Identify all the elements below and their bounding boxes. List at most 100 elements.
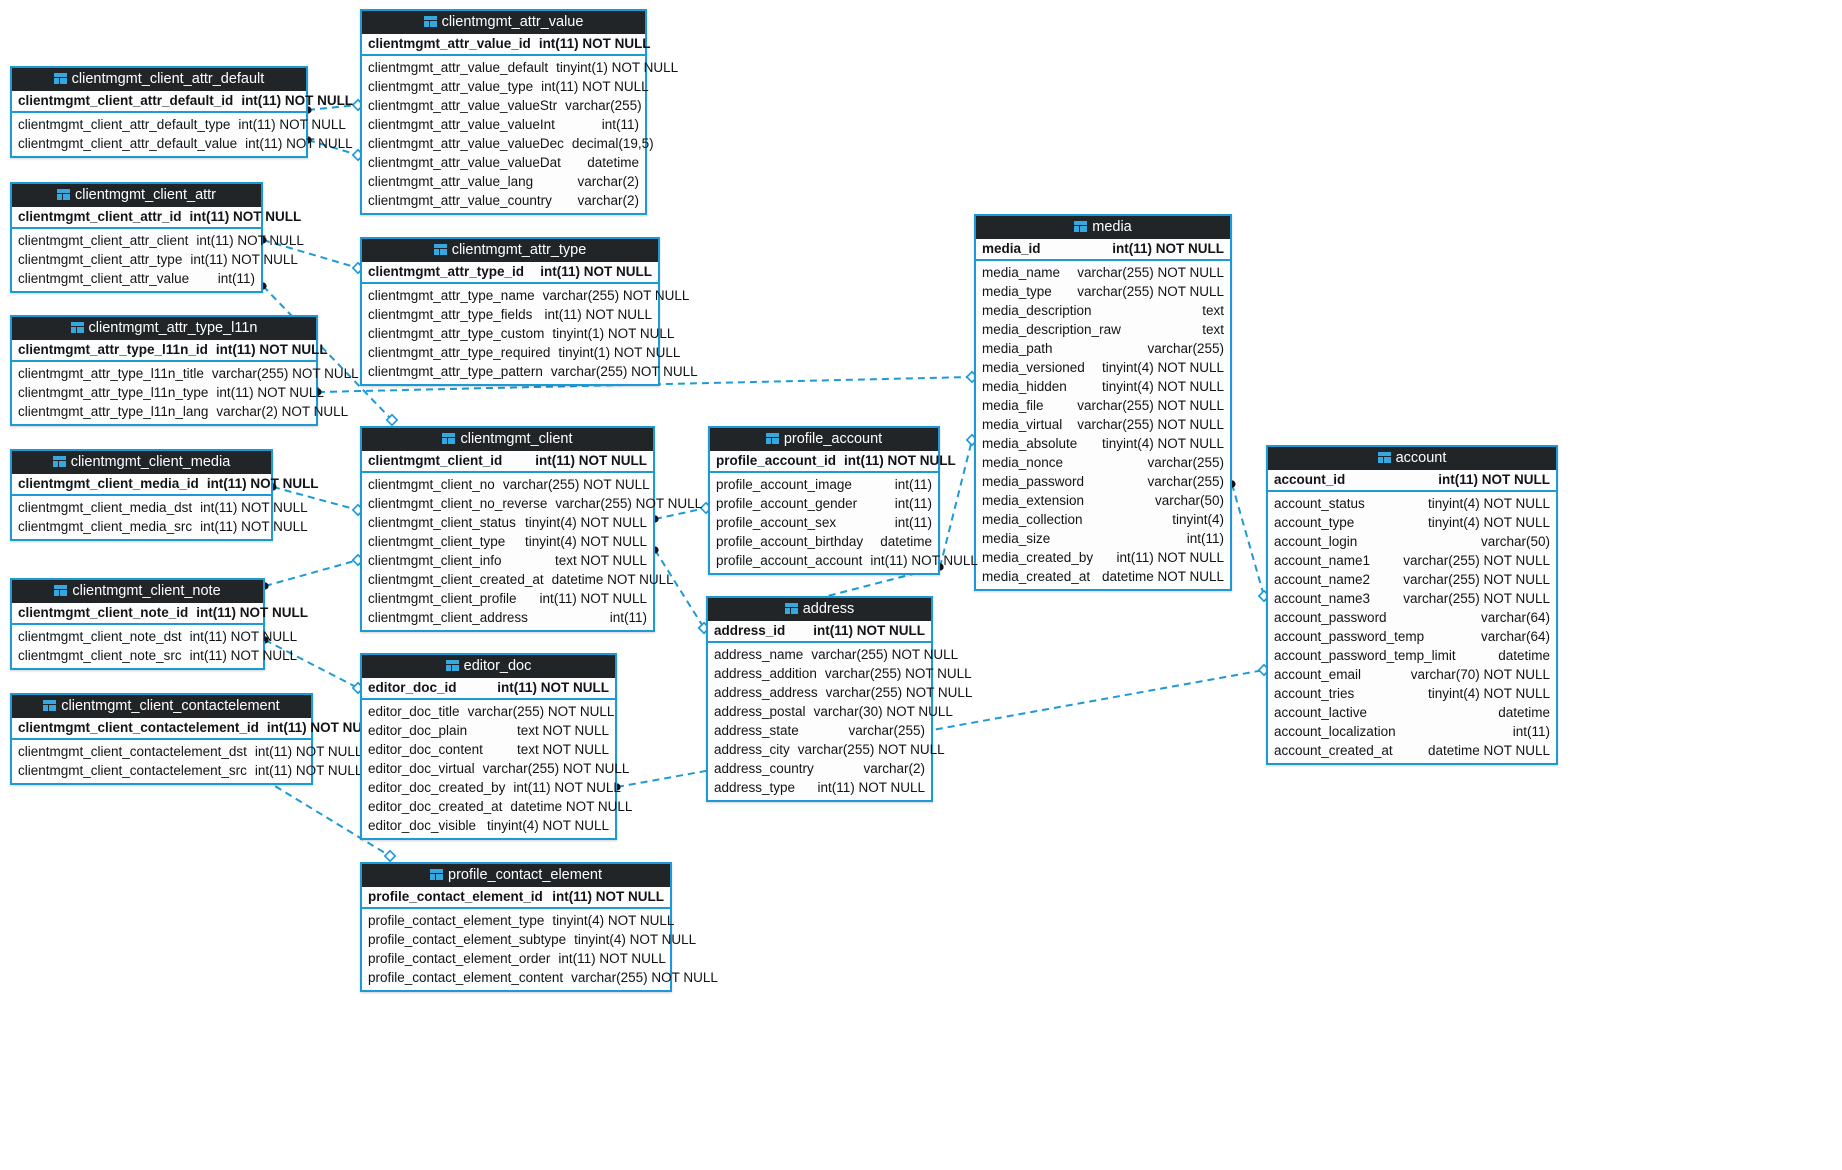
entity-header-clientmgmt_client_attr_default[interactable]: clientmgmt_client_attr_default xyxy=(12,68,306,91)
entity-clientmgmt_client_media[interactable]: clientmgmt_client_media clientmgmt_client… xyxy=(10,449,319,541)
entity-header-account[interactable]: account xyxy=(1268,447,1556,470)
entity-header-clientmgmt_attr_value[interactable]: clientmgmt_attr_value xyxy=(362,11,645,34)
entity-header-clientmgmt_client_media[interactable]: clientmgmt_client_media xyxy=(12,451,271,474)
entity-header-clientmgmt_client_contactelement[interactable]: clientmgmt_client_contactelement xyxy=(12,695,311,718)
entity-header-profile_account[interactable]: profile_account xyxy=(710,428,938,451)
entity-header-media[interactable]: media xyxy=(976,216,1230,239)
entity-header-address[interactable]: address xyxy=(708,598,931,621)
entity-header-profile_contact_element[interactable]: profile_contact_element xyxy=(362,864,670,887)
entity-header-clientmgmt_client_attr[interactable]: clientmgmt_client_attr xyxy=(12,184,261,207)
